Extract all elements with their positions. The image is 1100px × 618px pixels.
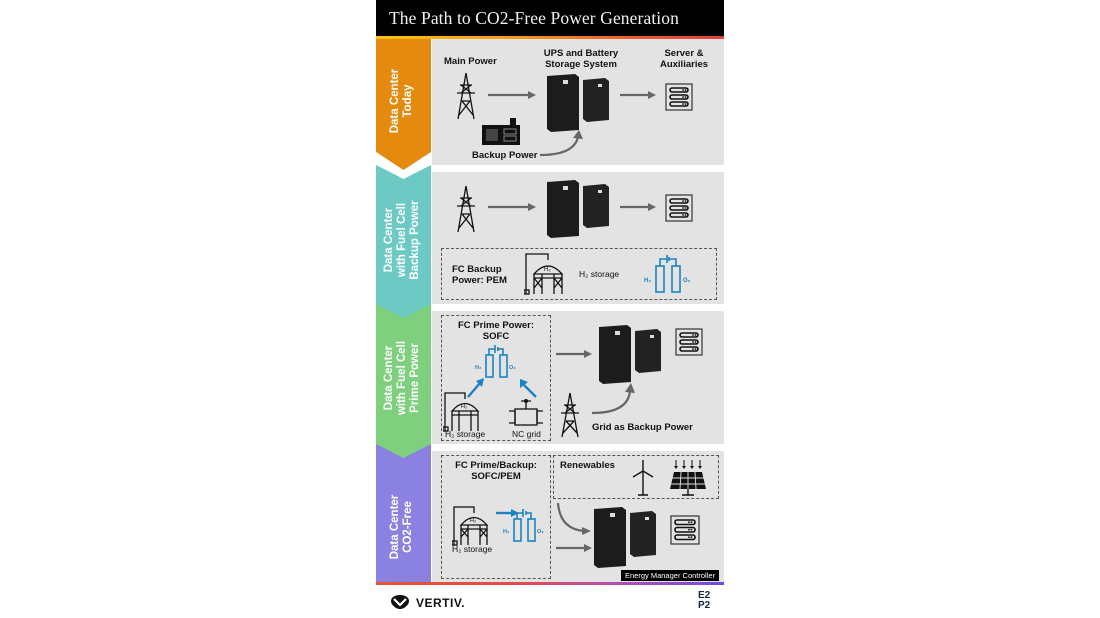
- fc-prime-label: FC Prime Power: SOFC: [457, 320, 535, 342]
- curved-arrow-icon: [556, 502, 591, 535]
- tab-data-center-today: [376, 39, 431, 179]
- fc-prime-backup-label: FC Prime/Backup: SOFC/PEM: [455, 460, 537, 482]
- nc-grid-label: NC grid: [512, 429, 541, 439]
- fuel-cell-icon: H₂ O₂: [644, 255, 691, 293]
- tab-label-fuel-cell-prime: Data Center with Fuel Cell Prime Power: [383, 340, 421, 416]
- grid-backup-label: Grid as Backup Power: [592, 422, 693, 433]
- svg-text:O₂: O₂: [683, 278, 691, 284]
- h2-storage-label: H₂ storage: [452, 544, 493, 554]
- h2-storage-tank-icon: H₂: [443, 392, 480, 432]
- transmission-tower-icon: [457, 185, 475, 233]
- fc-backup-box: [441, 248, 717, 300]
- arrow-right-icon: [556, 350, 592, 358]
- ups-label: UPS and Battery Storage System: [543, 48, 619, 70]
- fc-backup-label: FC Backup Power: PEM: [452, 264, 507, 286]
- arrow-right-icon: [556, 544, 592, 552]
- svg-text:H₂: H₂: [461, 404, 467, 410]
- panel-fuel-cell-prime: FC Prime Power: SOFC H₂ O₂ H₂ H₂ storage…: [432, 311, 724, 444]
- tab-co2-free: [376, 444, 431, 582]
- svg-text:H₂: H₂: [475, 365, 482, 371]
- curved-arrow-icon: [539, 130, 583, 157]
- backup-power-label: Backup Power: [472, 150, 538, 161]
- arrow-right-blue-icon: [496, 509, 519, 517]
- panel-fuel-cell-backup: FC Backup Power: PEM H₂ H₂ storage H₂ O₂: [432, 172, 724, 304]
- svg-text:H₂: H₂: [544, 267, 551, 273]
- curved-arrow-icon: [591, 383, 635, 415]
- fc-prime-box: [441, 315, 551, 441]
- fuel-flow-arrows-icon: [467, 378, 537, 398]
- panel-today: Main Power UPS and Battery Storage Syste…: [432, 39, 724, 165]
- svg-text:H₂: H₂: [503, 529, 510, 535]
- server-rack-icon: [665, 83, 693, 111]
- solar-panel-icon: [670, 460, 706, 496]
- transmission-tower-icon: [457, 72, 475, 120]
- header: The Path to CO2-Free Power Generation: [376, 0, 724, 36]
- vertiv-logo-icon: [391, 595, 409, 609]
- ups-cabinet-icon: [594, 507, 656, 568]
- vertiv-brand: VERTIV.: [416, 596, 466, 610]
- svg-text:O₂: O₂: [537, 529, 544, 535]
- tab-fuel-cell-prime: [376, 304, 431, 472]
- arrow-right-icon: [488, 91, 536, 99]
- arrow-right-icon: [620, 203, 656, 211]
- fc-prime-backup-box: [441, 455, 551, 579]
- tab-label-co2-free: Data Center CO2-Free: [389, 494, 414, 560]
- arrow-right-icon: [620, 91, 656, 99]
- energy-manager-controller-label: Energy Manager Controller: [621, 570, 720, 581]
- h2-storage-label: H₂ storage: [445, 429, 486, 439]
- infographic: The Path to CO2-Free Power Generation Da…: [376, 0, 724, 618]
- panel-co2-free: FC Prime/Backup: SOFC/PEM H₂ H₂ O₂ H₂ st…: [432, 451, 724, 582]
- tab-fuel-cell-backup: [376, 165, 431, 335]
- h2-storage-label: H₂ storage: [579, 269, 620, 279]
- arrow-right-icon: [488, 203, 536, 211]
- svg-text:O₂: O₂: [509, 365, 516, 371]
- h2-storage-tank-icon: H₂: [524, 253, 564, 295]
- gradient-divider-top: [376, 36, 724, 39]
- fuel-cell-icon: H₂ O₂: [503, 509, 544, 542]
- fuel-cell-icon: H₂ O₂: [475, 345, 516, 378]
- svg-text:H₂: H₂: [470, 518, 476, 524]
- renewables-box: [553, 455, 719, 499]
- generator-icon: [482, 118, 520, 145]
- server-rack-icon: [665, 194, 693, 222]
- ups-cabinet-icon: [547, 74, 609, 132]
- e2p2-logo: E2 P2: [698, 590, 711, 611]
- renewables-label: Renewables: [560, 460, 615, 471]
- main-power-label: Main Power: [444, 56, 497, 67]
- ups-cabinet-icon: [599, 325, 661, 384]
- ups-cabinet-icon: [547, 180, 609, 238]
- tab-label-today: Data Center Today: [389, 68, 414, 134]
- tab-label-fuel-cell-backup: Data Center with Fuel Cell Backup Power: [383, 200, 421, 280]
- server-rack-icon: [675, 328, 703, 356]
- wind-turbine-icon: [632, 460, 654, 496]
- h2-storage-tank-icon: H₂: [452, 506, 489, 546]
- transmission-tower-icon: [561, 392, 579, 438]
- gas-pipe-icon: [509, 399, 543, 426]
- server-rack-icon: [670, 515, 700, 545]
- server-label: Server & Auxiliaries: [659, 48, 709, 70]
- svg-text:H₂: H₂: [644, 278, 651, 284]
- page-title: The Path to CO2-Free Power Generation: [389, 8, 679, 28]
- gradient-divider-bottom: [376, 582, 724, 585]
